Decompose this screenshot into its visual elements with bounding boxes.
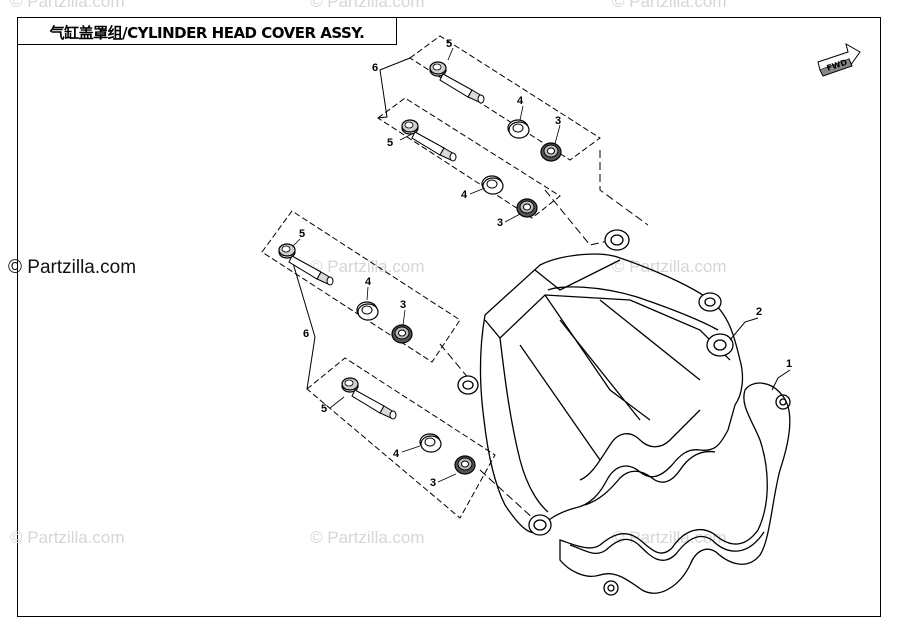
diagram-frame (17, 17, 881, 617)
copyright-label: © Partzilla.com (8, 257, 137, 278)
callout-1: 1 (786, 358, 792, 370)
watermark: © Partzilla.com (612, 257, 727, 276)
callout-5: 5 (321, 403, 327, 415)
seal-3-top (540, 142, 562, 162)
seal-3-middle (391, 324, 413, 344)
group-box-upper (377, 97, 561, 219)
bolt-5-upper (401, 119, 457, 162)
callout-2: 2 (756, 306, 762, 318)
title-box: 气缸盖罩组/CYLINDER HEAD COVER ASSY. (17, 17, 397, 45)
page-title: 气缸盖罩组/CYLINDER HEAD COVER ASSY. (49, 24, 365, 42)
callout-5: 5 (299, 228, 305, 240)
group-box-top (409, 35, 601, 161)
watermark: © Partzilla.com (10, 528, 125, 547)
callout-5: 5 (446, 38, 452, 50)
callout-5: 5 (387, 137, 393, 149)
group-box-lower (306, 357, 496, 519)
callout-4: 4 (393, 448, 400, 460)
callout-6: 6 (303, 328, 309, 340)
bolt-5-top (429, 61, 485, 104)
callout-4: 4 (517, 95, 524, 107)
bolt-5-lower (341, 377, 397, 420)
cover-gasket (559, 382, 791, 596)
cylinder-head-cover (457, 229, 744, 536)
fwd-arrow-icon: FWD (817, 42, 861, 77)
callout-3: 3 (400, 299, 406, 311)
callout-4: 4 (461, 189, 468, 201)
washer-4-middle (356, 301, 379, 321)
callout-6: 6 (372, 62, 378, 74)
group-box-middle (261, 210, 461, 363)
watermark: © Partzilla.com (612, 528, 727, 547)
callout-3: 3 (555, 115, 561, 127)
washer-4-upper (481, 175, 504, 195)
bolt-5-middle (278, 243, 334, 286)
watermark: © Partzilla.com (10, 0, 125, 11)
callout-3: 3 (497, 217, 503, 229)
washer-4-top (507, 119, 530, 139)
watermark: © Partzilla.com (310, 257, 425, 276)
watermark: © Partzilla.com (310, 528, 425, 547)
washer-4-lower (419, 433, 442, 453)
seal-3-lower (454, 455, 476, 475)
watermark: © Partzilla.com (310, 0, 425, 11)
callout-4: 4 (365, 276, 372, 288)
watermark: © Partzilla.com (612, 0, 727, 11)
callout-3: 3 (430, 477, 436, 489)
